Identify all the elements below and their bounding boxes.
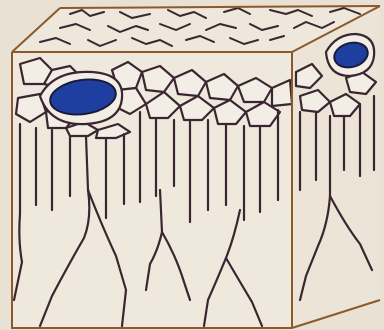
block-faces [12, 6, 380, 328]
